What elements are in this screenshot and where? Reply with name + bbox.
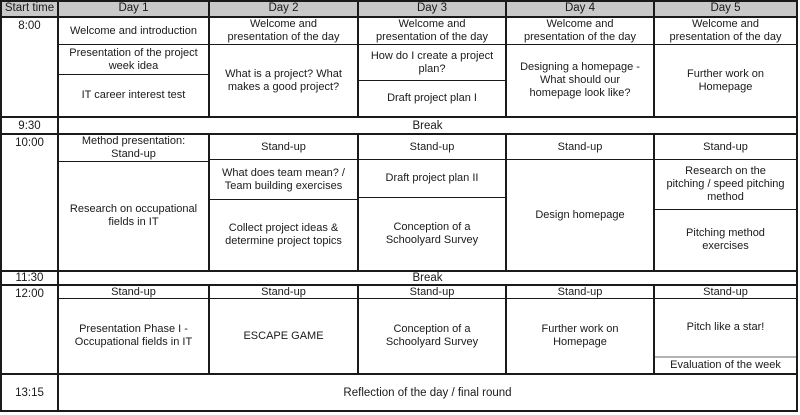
activity: How do I create a project plan?: [359, 45, 505, 81]
activity: Further work on Homepage: [686, 67, 765, 93]
cell-1000-day3: Stand-up Draft project plan II Conceptio…: [359, 135, 507, 272]
activity: Research on occupational fields in IT: [69, 203, 198, 228]
time-label-800: 8:00: [2, 18, 59, 118]
activity: Welcome and presentation of the day: [507, 18, 653, 45]
activity: Welcome and presentation of the day: [655, 18, 796, 45]
header-day-4: Day 4: [507, 2, 655, 18]
header-day-2: Day 2: [210, 2, 359, 18]
cell-1200-day2: Stand-up ESCAPE GAME: [210, 286, 359, 375]
time-label-1130: 11:30: [2, 272, 59, 286]
cell-800-day2: Welcome and presentation of the day What…: [210, 18, 359, 118]
cell-1000-day5: Stand-up Research on the pitching / spee…: [655, 135, 796, 272]
activity: Welcome and presentation of the day: [210, 18, 357, 45]
activity: Stand-up: [359, 286, 505, 299]
activity: Draft project plan II: [359, 160, 505, 198]
break-1130: Break: [59, 272, 796, 286]
time-label-1315: 13:15: [2, 375, 59, 410]
activity: Presentation of the project week idea: [59, 45, 208, 75]
activity: Collect project ideas & determine projec…: [225, 222, 342, 247]
cell-800-day3: Welcome and presentation of the day How …: [359, 18, 507, 118]
activity: Further work on Homepage: [541, 323, 619, 348]
cell-1200-day1: Stand-up Presentation Phase I - Occupati…: [59, 286, 210, 375]
activity: Conception of a Schoolyard Survey: [385, 221, 479, 246]
activity: Stand-up: [359, 135, 505, 160]
activity: What is a project? What makes a good pro…: [225, 67, 342, 93]
time-label-930: 9:30: [2, 118, 59, 135]
activity: Method presentation: Stand-up: [59, 135, 208, 162]
cell-800-day1: Welcome and introduction Presentation of…: [59, 18, 210, 118]
activity: What does team mean? / Team building exe…: [210, 160, 357, 200]
activity: Stand-up: [655, 286, 796, 299]
cell-800-day5: Welcome and presentation of the day Furt…: [655, 18, 796, 118]
cell-1200-day5: Stand-up Pitch like a star! Evaluation o…: [655, 286, 796, 375]
header-day-3: Day 3: [359, 2, 507, 18]
activity: Stand-up: [655, 135, 796, 160]
activity: Stand-up: [507, 286, 653, 299]
cell-1000-day2: Stand-up What does team mean? / Team bui…: [210, 135, 359, 272]
activity: Stand-up: [210, 135, 357, 160]
cell-1200-day3: Stand-up Conception of a Schoolyard Surv…: [359, 286, 507, 375]
time-label-1200: 12:00: [2, 286, 59, 375]
header-day-5: Day 5: [655, 2, 796, 18]
activity: Stand-up: [210, 286, 357, 299]
header-start-time: Start time: [2, 2, 59, 18]
activity: Pitch like a star!: [686, 321, 765, 334]
activity: Welcome and presentation of the day: [359, 18, 505, 45]
reflection-row: Reflection of the day / final round: [343, 386, 512, 399]
header-day-1: Day 1: [59, 2, 210, 18]
activity: Designing a homepage - What should our h…: [520, 61, 640, 99]
cell-1000-day4: Stand-up Design homepage: [507, 135, 655, 272]
cell-800-day4: Welcome and presentation of the day Desi…: [507, 18, 655, 118]
cell-1000-day1: Method presentation: Stand-up Research o…: [59, 135, 210, 272]
activity: Stand-up: [507, 135, 653, 160]
activity: Design homepage: [535, 208, 625, 221]
activity: Evaluation of the week: [655, 356, 796, 373]
activity: Pitching method exercises: [686, 227, 765, 252]
activity: Research on the pitching / speed pitchin…: [655, 160, 796, 210]
activity: Presentation Phase I - Occupational fiel…: [74, 323, 193, 348]
activity: Conception of a Schoolyard Survey: [385, 323, 479, 348]
break-930: Break: [59, 118, 796, 135]
activity: Stand-up: [59, 286, 208, 299]
time-label-1000: 10:00: [2, 135, 59, 272]
activity: IT career interest test: [81, 89, 186, 102]
activity: Welcome and introduction: [59, 18, 208, 45]
activity: ESCAPE GAME: [243, 329, 324, 342]
cell-1200-day4: Stand-up Further work on Homepage: [507, 286, 655, 375]
activity: Draft project plan I: [387, 92, 477, 105]
